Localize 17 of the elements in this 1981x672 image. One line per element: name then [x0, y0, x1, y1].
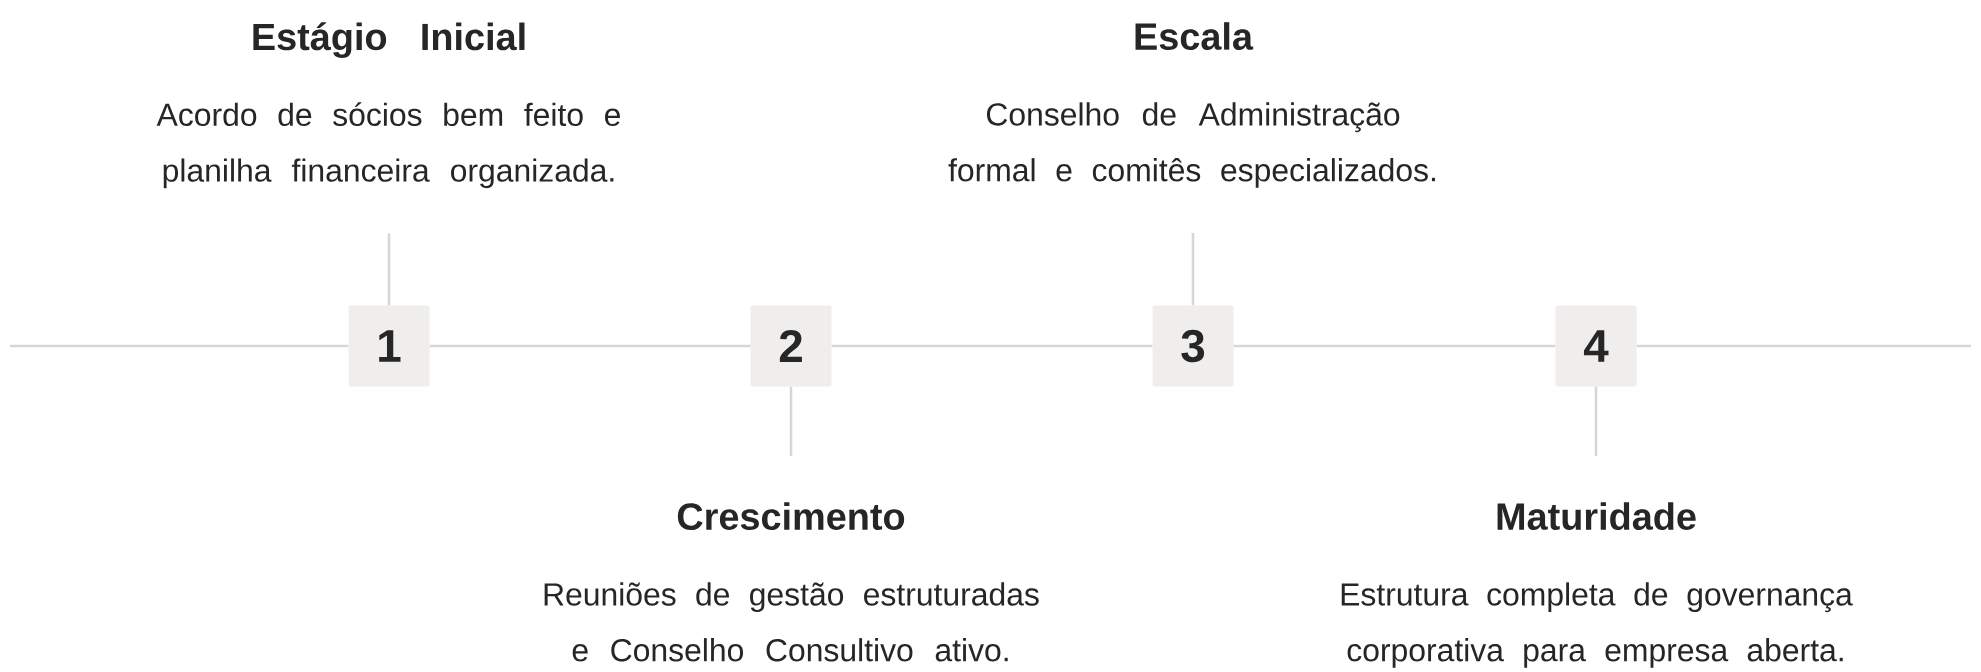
connector-line [387, 233, 391, 306]
stage-text: Crescimento Reuniões de gestão estruturadas e Conselho Consultivo ativo. [544, 502, 1039, 662]
connector-line [789, 386, 793, 456]
connector-line [1233, 344, 1556, 348]
connector-line [1636, 344, 1971, 348]
stage-text: Escala Conselho de Administração formal e comitês especializados. [948, 22, 1435, 188]
number-box: 1 [348, 305, 430, 387]
number-box: 4 [1555, 305, 1637, 387]
connector-line [1191, 233, 1195, 306]
connector-line [1594, 386, 1598, 456]
number-box: 3 [1152, 305, 1234, 387]
stage-text: Maturidade Estrutura completa de governança corporativa para empresa aberta. [1341, 502, 1853, 668]
stage-text: Estágio Inicial Acordo de sócios bem feito e planilha financeira organizada. [156, 22, 620, 189]
connector-line [429, 344, 751, 348]
number-box: 2 [750, 305, 832, 387]
connector-line [831, 344, 1153, 348]
connector-line [10, 344, 349, 348]
